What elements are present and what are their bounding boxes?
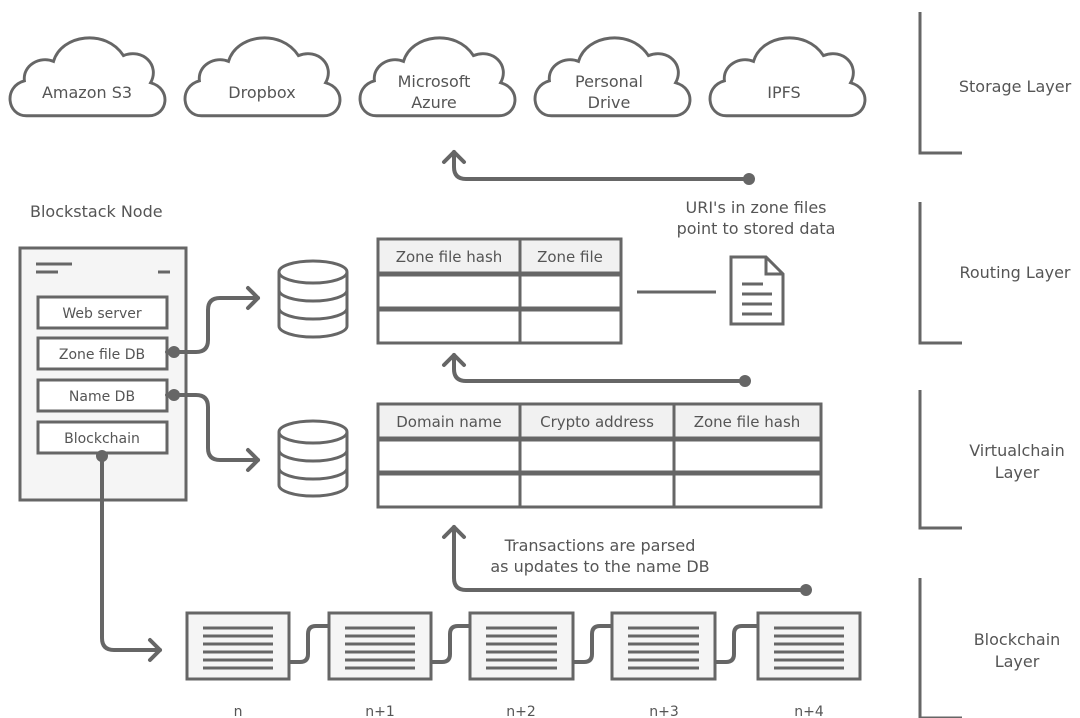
zone-file-database-icon: [277, 259, 349, 339]
storage-layer-label: Storage Layer: [959, 77, 1072, 96]
name-table-header-crypto-address: Crypto address: [540, 413, 654, 431]
cloud-microsoft-azure: Microsoft Azure: [358, 36, 517, 118]
name-db-connector: [165, 393, 260, 462]
virtualchain-layer-bracket: [918, 390, 962, 530]
connector-dot: [168, 346, 180, 358]
node-component-label: Zone file DB: [59, 347, 145, 363]
transactions-annotation-line1: Transactions are parsed: [504, 536, 696, 555]
block-label: n+2: [506, 704, 536, 718]
name-table-cell: [376, 472, 522, 509]
cloud-label-line1: Microsoft: [398, 72, 471, 91]
blockchain-layer-label-line1: Blockchain: [974, 630, 1061, 649]
zone-table-header-cell: [518, 237, 623, 275]
cloud-ipfs: IPFS: [708, 36, 867, 118]
block-n-plus-3: n+3: [610, 611, 717, 718]
cloud-icon: [183, 36, 342, 118]
block-label: n+1: [365, 704, 395, 718]
block-lines-icon: [774, 626, 844, 670]
node-component-label: Web server: [62, 306, 142, 322]
name-table-header-domain-name: Domain name: [396, 413, 502, 431]
connector-dot: [800, 584, 812, 596]
zone-file-table: Zone file hash Zone file: [376, 237, 623, 345]
block-label: n: [234, 704, 243, 718]
node-component-label: Blockchain: [64, 431, 140, 447]
cloud-icon: [708, 36, 867, 118]
cloud-label-line1: Personal: [575, 72, 643, 91]
blockchain-chain-links: [287, 624, 760, 664]
virtualchain-layer-label-line2: Layer: [995, 463, 1040, 482]
cloud-amazon-s3: Amazon S3: [8, 36, 167, 118]
blockchain-connector: [100, 454, 162, 652]
node-component-web-server: [36, 295, 169, 330]
arrow-right-icon: [148, 638, 162, 662]
zone-table-cell: [518, 308, 623, 345]
connector-dot: [739, 375, 751, 387]
zone-table-cell: [376, 273, 522, 310]
block-n-plus-1: n+1: [327, 611, 433, 718]
cloud-label: Dropbox: [228, 83, 295, 102]
routing-layer-label: Routing Layer: [959, 263, 1070, 282]
virtualchain-layer-label-line1: Virtualchain: [969, 441, 1065, 460]
cloud-label: IPFS: [767, 83, 800, 102]
arrow-right-icon: [246, 286, 260, 310]
block-lines-icon: [203, 626, 273, 670]
blockchain-to-virtualchain-arrow: [452, 525, 808, 592]
zone-table-header-zone-file-hash: Zone file hash: [396, 248, 503, 266]
node-component-label: Name DB: [69, 389, 135, 405]
connector-dot: [168, 389, 180, 401]
storage-layer-bracket: [918, 12, 962, 155]
name-table-header-cell: [672, 402, 823, 440]
cloud-label: Amazon S3: [42, 83, 132, 102]
arrow-up-icon: [442, 353, 466, 367]
name-table: Domain name Crypto address Zone file has…: [376, 402, 823, 509]
arrow-right-icon: [246, 448, 260, 472]
node-title: Blockstack Node: [30, 202, 163, 221]
block-lines-icon: [628, 626, 699, 670]
block-n: n: [185, 611, 291, 718]
name-database-icon: [277, 419, 349, 498]
cloud-label-line2: Azure: [411, 93, 457, 112]
arrow-up-icon: [442, 150, 466, 164]
transactions-annotation-line2: as updates to the name DB: [490, 557, 709, 576]
arrow-up-icon: [442, 525, 466, 539]
connector-dot: [743, 173, 755, 185]
name-table-header-zone-file-hash: Zone file hash: [694, 413, 801, 431]
routing-to-storage-arrow: [452, 150, 751, 181]
zone-file-db-connector: [165, 296, 260, 354]
connector-dot: [96, 450, 108, 462]
block-label: n+4: [794, 704, 824, 718]
name-table-cell: [672, 472, 823, 509]
block-lines-icon: [486, 626, 557, 670]
zone-table-header-zone-file: Zone file: [537, 248, 603, 266]
cloud-dropbox: Dropbox: [183, 36, 342, 118]
uri-annotation-line1: URI's in zone files: [686, 198, 827, 217]
name-table-header-cell: [518, 402, 676, 440]
block-n-plus-2: n+2: [468, 611, 575, 718]
name-table-cell: [672, 438, 823, 474]
cloud-label-line2: Drive: [588, 93, 631, 112]
block-label: n+3: [649, 704, 679, 718]
blockchain-layer-bracket: [918, 578, 962, 718]
zone-table-cell: [518, 273, 623, 310]
node-component-zone-file-db: [36, 336, 169, 371]
virtualchain-to-routing-arrow: [452, 353, 747, 383]
cloud-personal-drive: Personal Drive: [533, 36, 692, 118]
uri-annotation-line2: point to stored data: [677, 219, 836, 238]
zone-table-cell: [376, 308, 522, 345]
block-lines-icon: [345, 626, 415, 670]
name-table-cell: [518, 472, 676, 509]
name-table-cell: [518, 438, 676, 474]
cloud-icon: [8, 36, 167, 118]
blockchain-layer-label-line2: Layer: [995, 652, 1040, 671]
routing-layer-bracket: [918, 202, 962, 345]
block-n-plus-4: n+4: [756, 611, 862, 718]
document-icon: [729, 255, 785, 326]
name-table-cell: [376, 438, 522, 474]
